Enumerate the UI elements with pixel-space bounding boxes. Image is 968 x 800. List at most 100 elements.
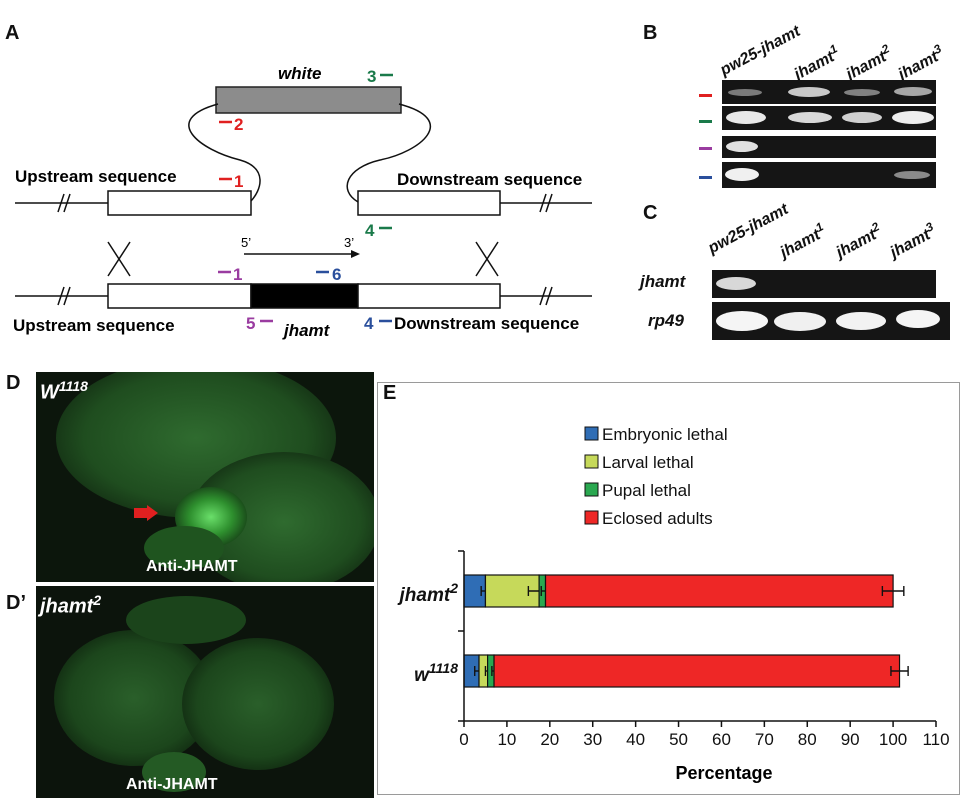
band [788,87,830,97]
panel-b-gel-row-2 [722,106,936,130]
panel-b-lane-label-3: jhamt2 [843,41,892,84]
panel-b-gel-row-1 [722,80,936,104]
three-prime-label: 3’ [344,235,354,250]
legend-swatch-3 [584,510,599,525]
panel-b-row-mark-green [699,120,712,123]
category-sup-0: 2 [449,580,458,596]
category-name-0: jhamt [397,585,451,606]
panel-b-row-mark-red [699,94,712,97]
x-tick-label-5: 50 [669,730,688,749]
downstream-label: Downstream sequence [397,170,582,189]
panel-dp-genotype: jhamt2 [40,592,102,618]
primer-4-green-label: 4 [365,221,375,240]
legend-label-1: Larval lethal [602,453,694,472]
panel-d-arrow-shaft [134,508,148,518]
primer-1-red-label: 1 [234,172,243,191]
x-tick-label-1: 10 [497,730,516,749]
x-tick-label-4: 40 [626,730,645,749]
panel-d-micrograph: W1118 Anti-JHAMT [36,372,374,582]
top-downstream-box [357,190,501,216]
x-tick-label-2: 20 [540,730,559,749]
band [788,112,832,123]
white-label: white [278,64,321,83]
primer-2-label: 2 [234,115,243,134]
legend-swatch-1 [584,454,599,469]
legend-swatch-0 [584,426,599,441]
bar-1-3 [493,654,901,688]
panel-c-lane-label-4: jhamt3 [887,219,936,262]
panel-a-diagram: white Upstream sequence Downstream seque… [13,64,592,340]
panel-b-row-mark-blue [699,176,712,179]
panel-a-letter: A [5,22,20,44]
panel-d-stain-label: Anti-JHAMT [146,558,238,575]
panel-c-row-label-jhamt: jhamt [640,272,686,291]
panel-d-tissue [56,372,374,582]
chart-bars: jhamt2 w1118 [397,574,909,688]
downstream-label-bottom: Downstream sequence [394,314,579,333]
crossover-right [475,241,499,277]
panel-dp-stain-label: Anti-JHAMT [126,776,218,793]
primer-4-blue-label: 4 [364,314,374,333]
category-label-1: w1118 [414,660,458,686]
panel-b-row-mark-purple [699,147,712,150]
upstream-label-bottom: Upstream sequence [13,316,175,335]
band [726,141,758,152]
five-prime-label: 5’ [241,235,251,250]
panel-c-gel-rp49 [712,302,950,340]
crossover-left [107,241,131,277]
break-mark-bottom-left [57,286,71,306]
panel-d-genotype: W1118 [40,378,88,404]
bottom-downstream-box [357,283,501,309]
panel-b-gel-row-3 [722,136,936,158]
white-cassette [215,86,402,114]
jhamt-gene-box [250,283,359,309]
primer-1-purple-label: 1 [233,265,242,284]
panel-d-arrow-icon [147,505,158,521]
band [844,89,880,96]
band [774,312,826,331]
loop-right [346,103,432,203]
band [894,171,930,179]
panel-dp-tissue [54,596,334,792]
panel-b-lane-label-2: jhamt1 [791,41,840,84]
primer-6-label: 6 [332,265,341,284]
legend-label-0: Embryonic lethal [602,425,728,444]
band [728,89,762,96]
bottom-upstream-box [107,283,252,309]
panel-b-letter: B [643,22,658,44]
orientation-arrowhead [351,250,360,258]
x-tick-label-3: 30 [583,730,602,749]
panel-dp-micrograph: jhamt2 Anti-JHAMT [36,586,374,798]
primer-5-label: 5 [246,314,255,333]
panel-d-letter: D [6,372,21,394]
panel-c-gel-jhamt [712,270,936,298]
band [892,111,934,124]
x-tick-label-10: 100 [879,730,907,749]
panel-b-gel-row-4 [722,162,936,188]
panel-c-lane-label-2: jhamt1 [777,219,826,262]
x-axis-label: Percentage [675,763,772,783]
band [725,168,759,181]
category-sup-1: 1118 [429,660,458,676]
x-tick-label-11: 110 [922,730,949,749]
break-mark-bottom-right [539,286,553,306]
panel-dp-letter: D’ [6,592,26,614]
loop-left [188,103,261,203]
band [716,277,756,290]
bar-0-3 [544,574,894,608]
x-tick-label-6: 60 [712,730,731,749]
break-mark-top-left [57,193,71,213]
band [842,112,882,123]
x-tick-label-9: 90 [841,730,860,749]
x-tick-label-7: 70 [755,730,774,749]
panel-c-letter: C [643,202,658,224]
panel-c-row-label-rp49: rp49 [648,311,684,330]
legend-label-3: Eclosed adults [602,509,713,528]
primer-3-label: 3 [367,67,376,86]
band [716,311,768,331]
top-upstream-box [107,190,252,216]
panel-b-lane-label-4: jhamt3 [895,41,944,84]
